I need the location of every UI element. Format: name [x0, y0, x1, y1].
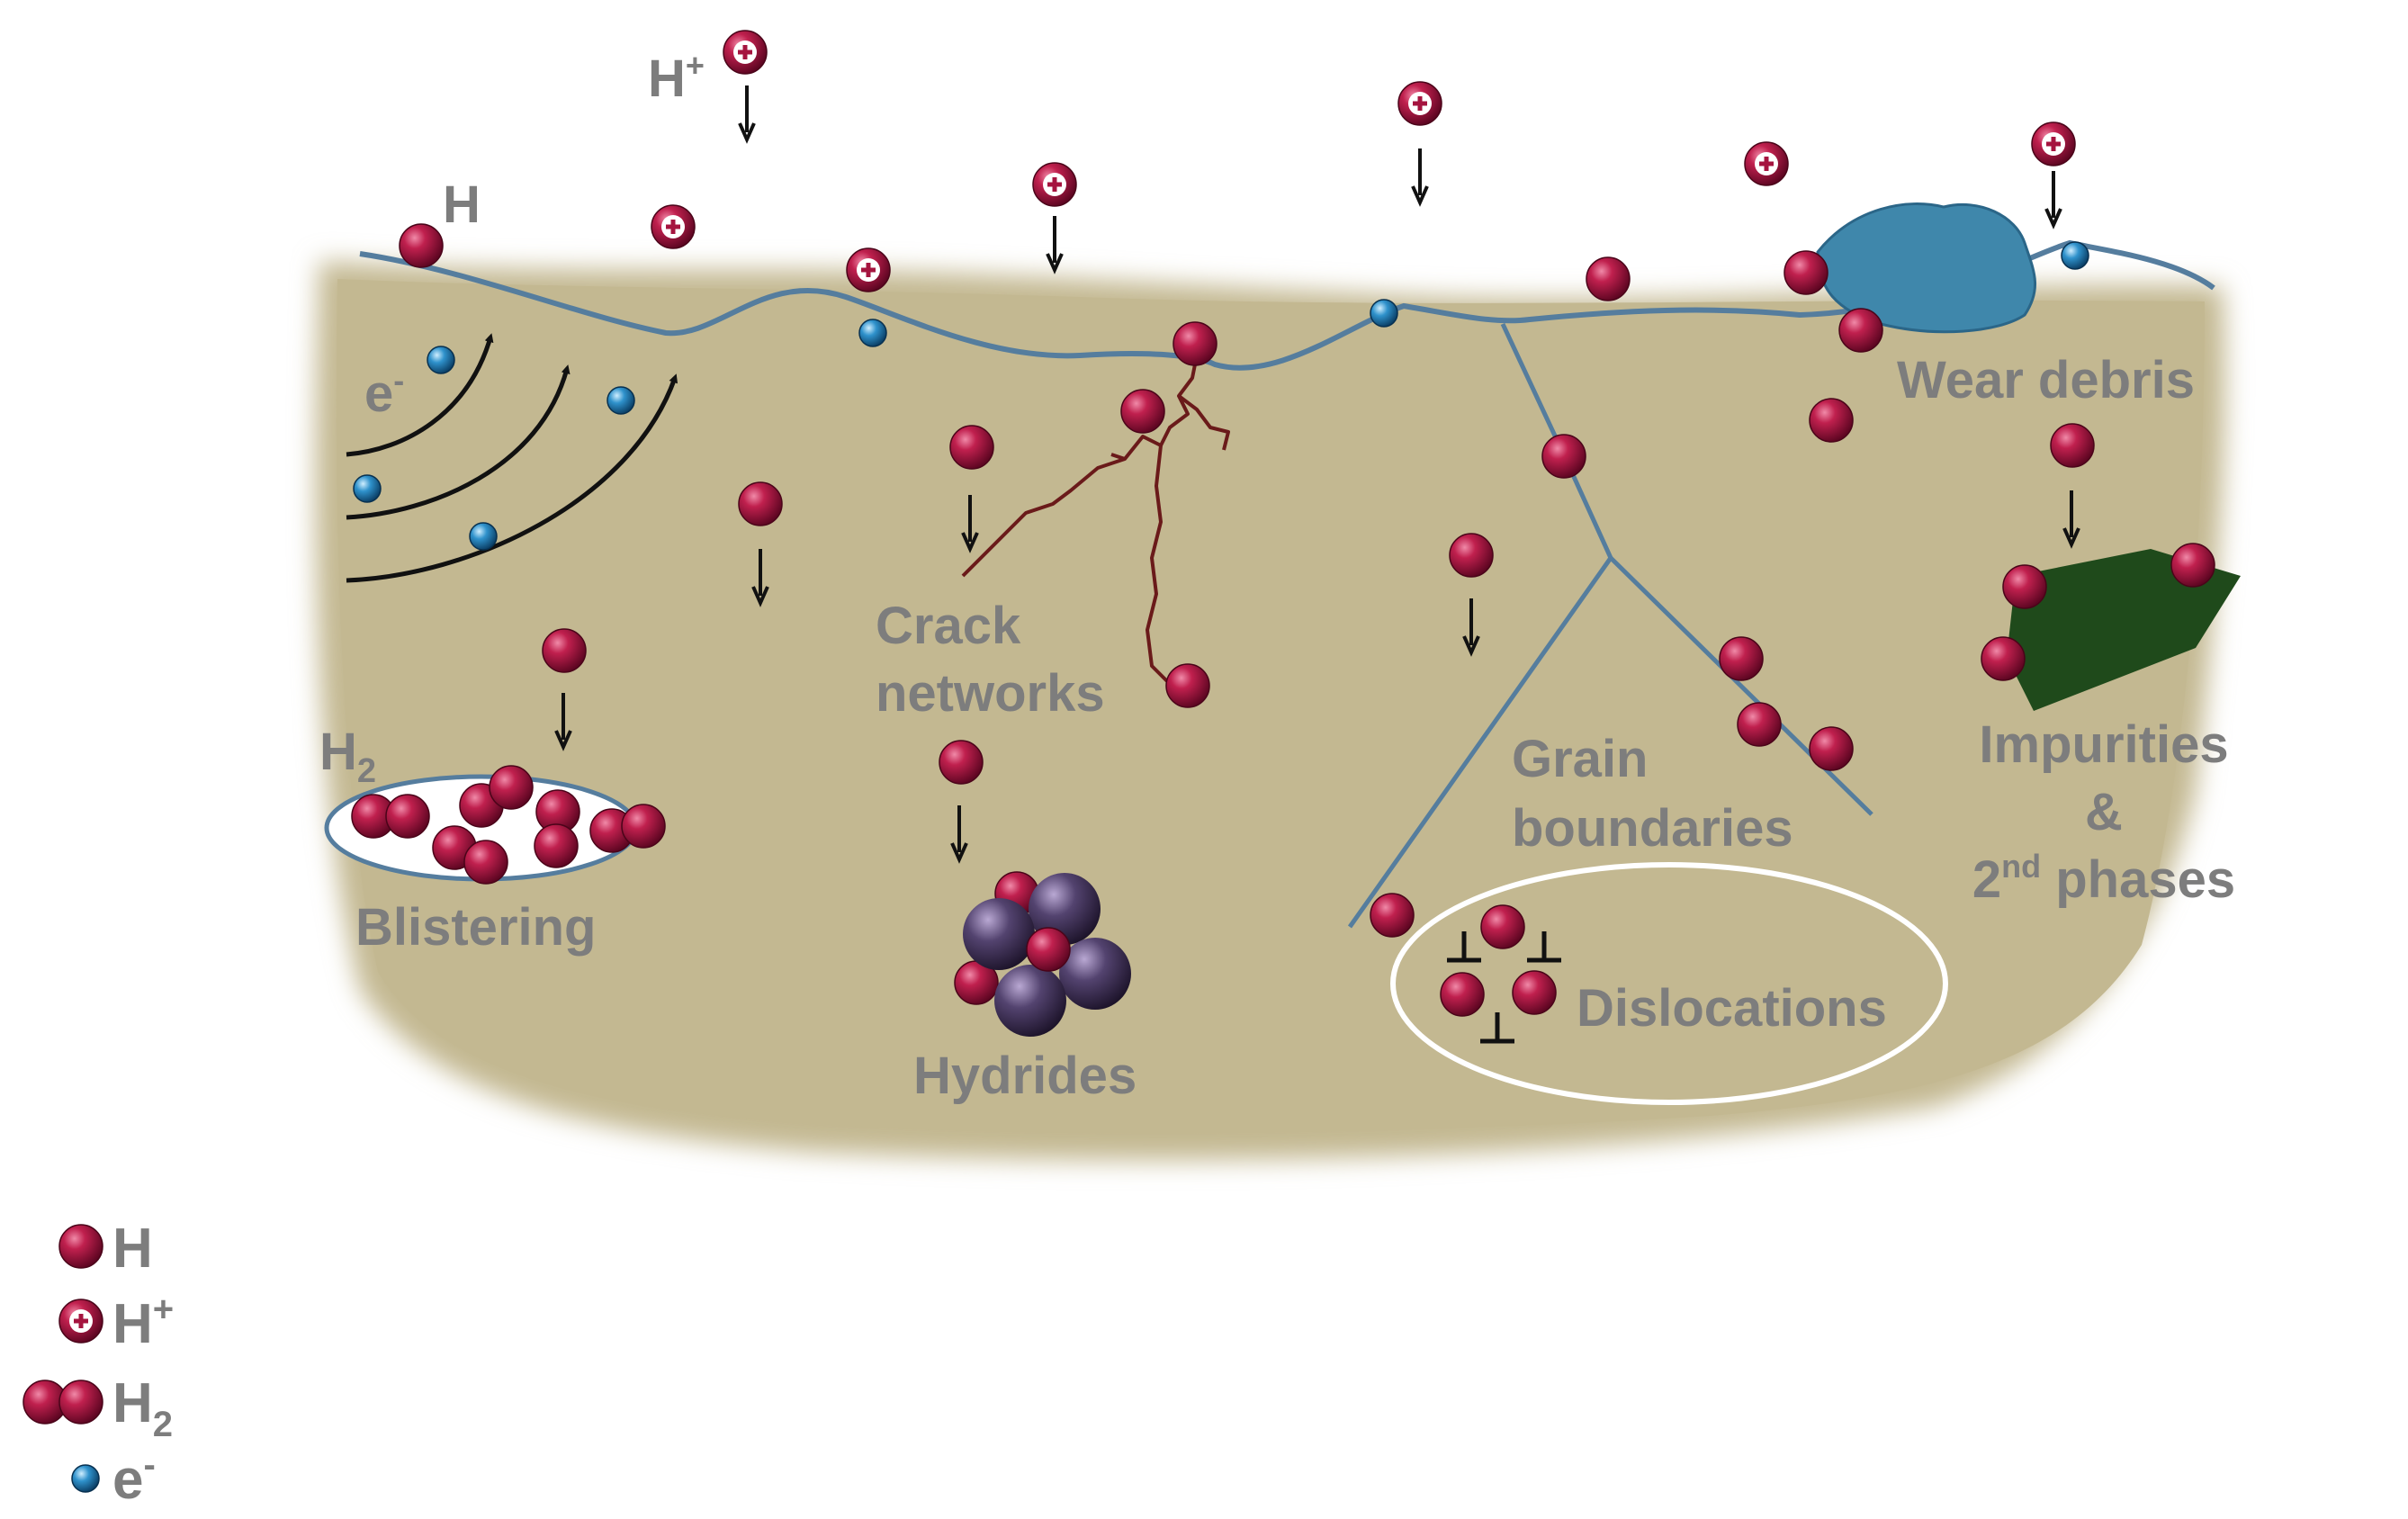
surface-hydrogen-ion-label: H+ — [648, 47, 705, 108]
legend-hydrogen-atom-icon — [58, 1224, 103, 1269]
grain-label-line2: boundaries — [1512, 799, 1793, 858]
dislocation-region — [1390, 862, 1948, 1105]
svg-text:H+: H+ — [112, 1290, 174, 1355]
impurities-label-line3: 2nd phases — [1972, 848, 2235, 909]
svg-text:H2: H2 — [112, 1372, 173, 1444]
svg-text:e-: e- — [112, 1445, 156, 1511]
hydride-cluster — [954, 871, 1131, 1037]
electron-label: e- — [364, 362, 404, 423]
crack-label-line1: Crack — [876, 597, 1021, 655]
h2-label: H2 — [319, 723, 376, 790]
crack-label-line2: networks — [876, 664, 1105, 723]
impurities-label-line2: & — [2085, 783, 2123, 841]
grain-label-line1: Grain — [1512, 730, 1649, 788]
blister-cavity — [324, 765, 666, 885]
legend-electron-icon — [71, 1464, 100, 1493]
surface-hydrogen-label: H — [443, 175, 481, 234]
blistering-label: Blistering — [355, 898, 597, 957]
dislocations-label: Dislocations — [1577, 979, 1887, 1038]
wear-debris-label: Wear debris — [1897, 351, 2195, 409]
hydrides-label: Hydrides — [913, 1047, 1137, 1105]
impurities-label-line1: Impurities — [1979, 715, 2228, 774]
legend-hydrogen-ion-icon — [58, 1299, 103, 1344]
legend: H H+ H2 e- — [22, 1218, 174, 1511]
legend-item-h: H — [58, 1218, 153, 1280]
electron-flow-arcs — [346, 333, 678, 583]
svg-text:H: H — [112, 1218, 153, 1280]
impurity-second-phase-shape — [2007, 549, 2241, 711]
legend-item-electron: e- — [71, 1445, 156, 1511]
crack-network — [961, 355, 1230, 695]
legend-item-h-plus: H+ — [58, 1290, 174, 1355]
legend-item-h2: H2 — [22, 1372, 173, 1444]
